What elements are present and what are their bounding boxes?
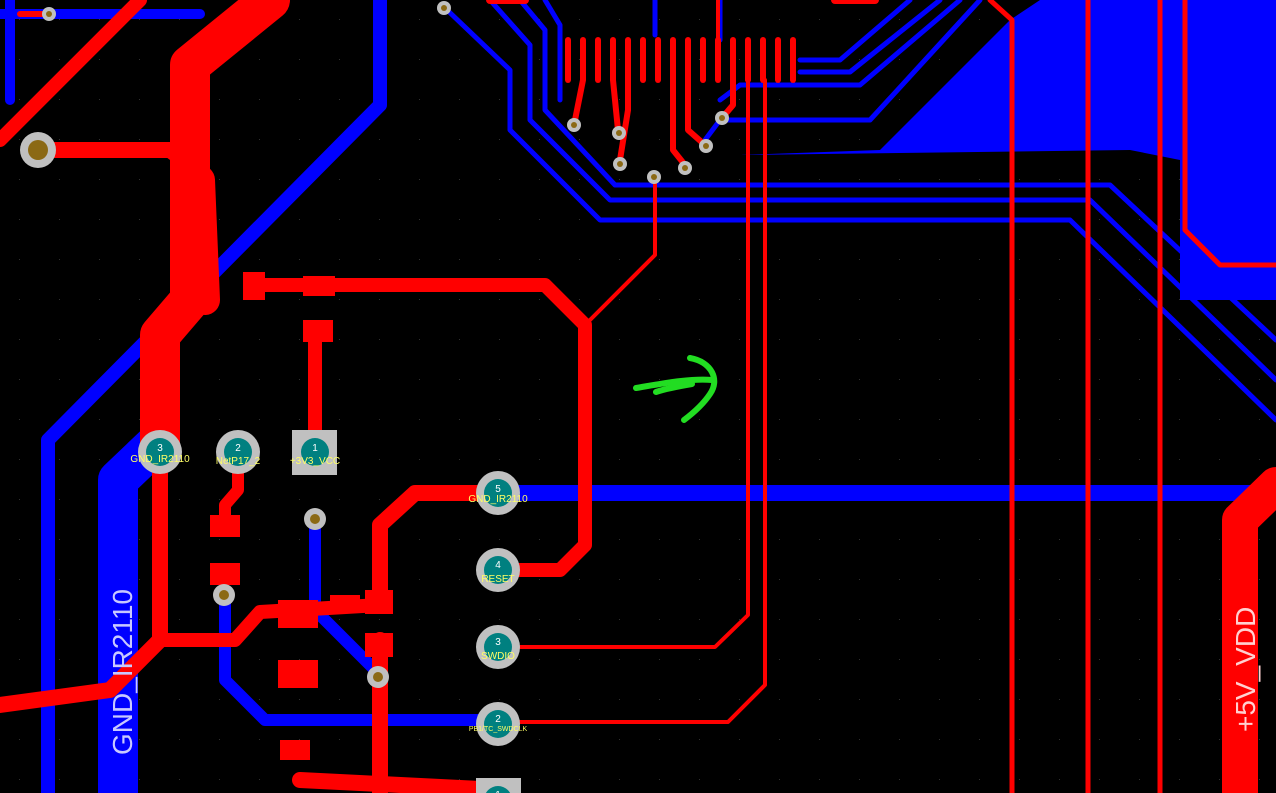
- via: [612, 126, 626, 140]
- header-pin-1[interactable]: 1: [476, 778, 521, 793]
- via: [304, 508, 326, 530]
- via: [42, 7, 56, 21]
- net-label-gnd: GND_IR2110: [107, 589, 138, 755]
- via: [647, 170, 661, 184]
- pad-number: 5: [495, 484, 501, 495]
- pad-number: 4: [495, 560, 501, 571]
- pad-gnd[interactable]: 3 GND_IR2110: [130, 430, 190, 474]
- via: [437, 1, 451, 15]
- pad-net-label: SWDIO: [481, 651, 515, 662]
- pad-net-label: +3V3_VCC: [290, 456, 340, 467]
- pad-net-label: NetP17_2: [216, 456, 261, 467]
- pad-number: 3: [495, 637, 501, 648]
- pad-net-label: RESET: [481, 574, 514, 585]
- via: [613, 157, 627, 171]
- pad-number: 3: [157, 443, 163, 454]
- pad-net-label: GND_IR2110: [468, 494, 528, 505]
- pad-number: 2: [235, 443, 241, 454]
- pad-number: 1: [495, 790, 501, 793]
- via: [567, 118, 581, 132]
- pad-netp17[interactable]: 2 NetP17_2: [216, 430, 261, 474]
- smd-pads: [210, 272, 393, 760]
- header-pin-2[interactable]: 2 PB1/TC_SWDCLK: [469, 702, 528, 746]
- via: [213, 584, 235, 606]
- pad-net-label: PB1/TC_SWDCLK: [469, 726, 528, 733]
- via: [20, 132, 56, 168]
- header-pin-3[interactable]: 3 SWDIO: [476, 625, 520, 669]
- component-pads-3pin: 3 GND_IR2110 2 NetP17_2 1 +3V3_VCC: [130, 430, 340, 475]
- vias: [20, 1, 729, 688]
- net-label-vdd: +5V_VDD: [1230, 607, 1261, 732]
- pad-number: 1: [312, 443, 318, 454]
- via: [715, 111, 729, 125]
- pad-number: 2: [495, 714, 501, 725]
- header-pin-5[interactable]: 5 GND_IR2110: [468, 471, 528, 515]
- pad-net-label: GND_IR2110: [130, 454, 190, 465]
- via: [699, 139, 713, 153]
- via: [678, 161, 692, 175]
- header-pin-4[interactable]: 4 RESET: [476, 548, 520, 592]
- swd-header: 5 GND_IR2110 4 RESET 3 SWDIO 2 PB1/TC_SW…: [468, 471, 528, 793]
- pad-3v3[interactable]: 1 +3V3_VCC: [290, 430, 340, 475]
- arrow-right-icon: [633, 355, 718, 423]
- via: [367, 666, 389, 688]
